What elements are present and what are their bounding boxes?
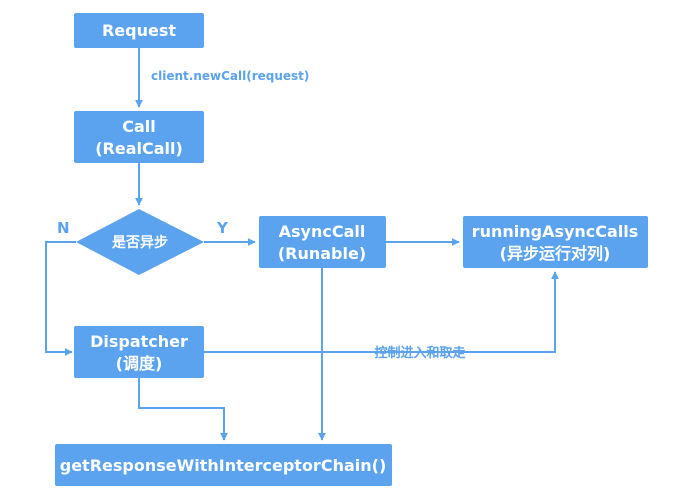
edge-label-new-call: client.newCall(request) <box>151 69 309 83</box>
edge-label-no: N <box>57 219 70 237</box>
node-request: Request <box>74 13 204 48</box>
node-call-label: Call <box>122 117 156 136</box>
edge-decision-to-dispatcher <box>45 241 76 356</box>
node-request-label: Request <box>102 21 176 40</box>
node-dispatcher: Dispatcher (调度) <box>74 326 204 378</box>
node-asynccall-label: AsyncCall <box>279 222 366 241</box>
edge-dispatcher-to-running <box>204 271 559 353</box>
node-running-sublabel: (异步运行对列) <box>500 244 611 263</box>
node-asynccall: AsyncCall (Runable) <box>259 216 386 268</box>
node-dispatcher-label: Dispatcher <box>90 332 188 351</box>
node-asynccall-sublabel: (Runable) <box>278 244 366 263</box>
edge-label-yes: Y <box>216 219 229 237</box>
node-running-label: runningAsyncCalls <box>472 222 639 241</box>
node-interceptor-chain: getResponseWithInterceptorChain() <box>55 444 392 486</box>
node-chain-label: getResponseWithInterceptorChain() <box>60 456 387 475</box>
edge-dispatcher-to-chain <box>138 378 228 441</box>
decision-diamond: 是否异步 <box>76 209 204 275</box>
node-dispatcher-sublabel: (调度) <box>116 354 163 373</box>
node-running-async-calls: runningAsyncCalls (异步运行对列) <box>463 216 648 268</box>
decision-label: 是否异步 <box>112 234 168 251</box>
node-call-sublabel: (RealCall) <box>95 139 183 158</box>
edge-label-control: 控制进入和取走 <box>374 345 466 361</box>
node-call: Call (RealCall) <box>74 111 204 163</box>
